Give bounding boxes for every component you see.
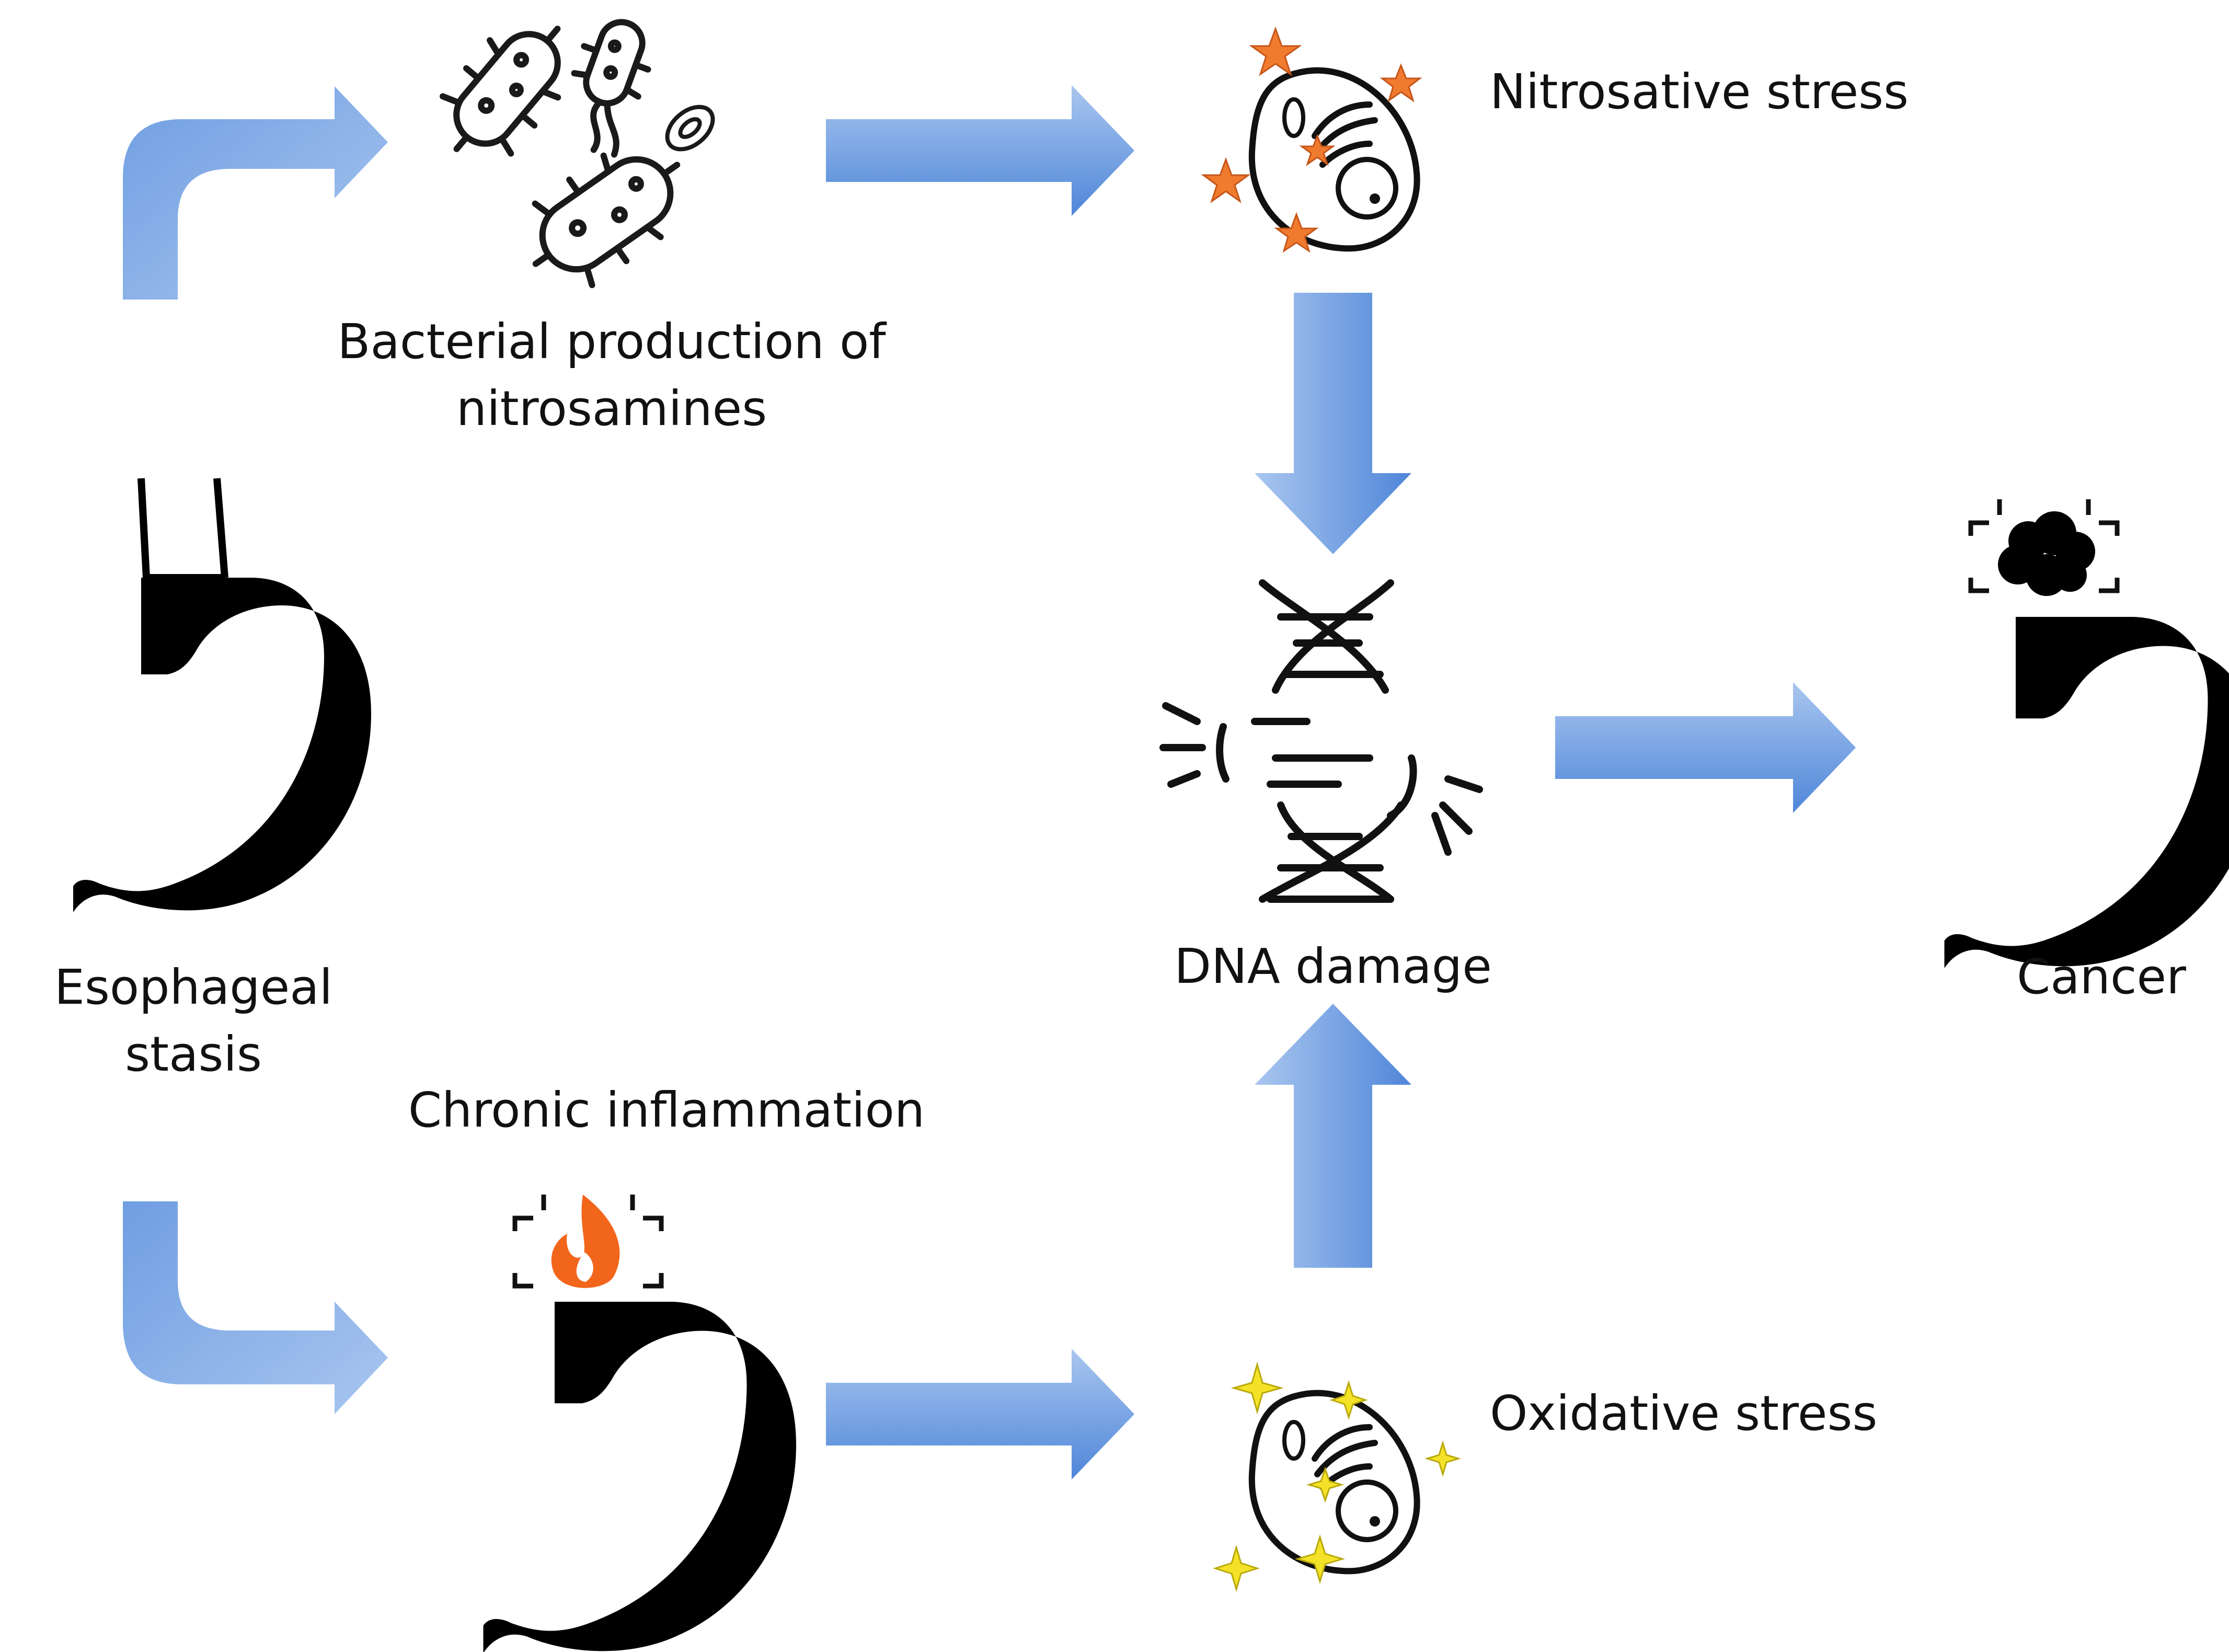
arrow-nitrosative-to-dna — [1255, 293, 1411, 554]
tumor-blob — [1998, 511, 2095, 596]
broken-dna-icon — [1159, 579, 1483, 903]
oxidative-stress-label: Oxidative stress — [1490, 1385, 1878, 1441]
bacterial-production-label: Bacterial production of nitrosamines — [293, 308, 930, 442]
arrow-bacteria-to-nitrosative — [826, 85, 1134, 216]
arrow-dna-to-cancer — [1555, 682, 1856, 813]
stomach-icon — [73, 478, 371, 912]
arrow-oxidative-to-dna — [1255, 1004, 1411, 1268]
chronic-inflammation-label: Chronic inflammation — [408, 1082, 925, 1138]
fire-icon — [551, 1195, 620, 1288]
arrow-inflammation-to-oxidative — [826, 1349, 1134, 1479]
dna-damage-label: DNA damage — [1174, 938, 1492, 994]
nitrosative-stress-label: Nitrosative stress — [1490, 64, 1909, 120]
nitrosative-star-icons — [1201, 26, 1422, 253]
bend-arrow-top — [123, 86, 388, 300]
esophageal-label-line2: stasis — [125, 1026, 262, 1082]
esophageal-stasis-label: Esophageal stasis — [31, 954, 355, 1088]
bacteria-icon — [440, 19, 715, 289]
bacterial-label-line1: Bacterial production of — [337, 314, 886, 370]
oxidative-sparkle-icons — [1213, 1361, 1462, 1592]
stomach-fire-icon — [483, 1195, 796, 1652]
esophageal-label-line1: Esophageal — [54, 959, 333, 1015]
cancer-label: Cancer — [2017, 949, 2186, 1005]
bend-arrow-bottom — [123, 1201, 388, 1414]
bacterial-label-line2: nitrosamines — [456, 381, 767, 437]
stomach-tumor-icon — [1944, 499, 2229, 968]
